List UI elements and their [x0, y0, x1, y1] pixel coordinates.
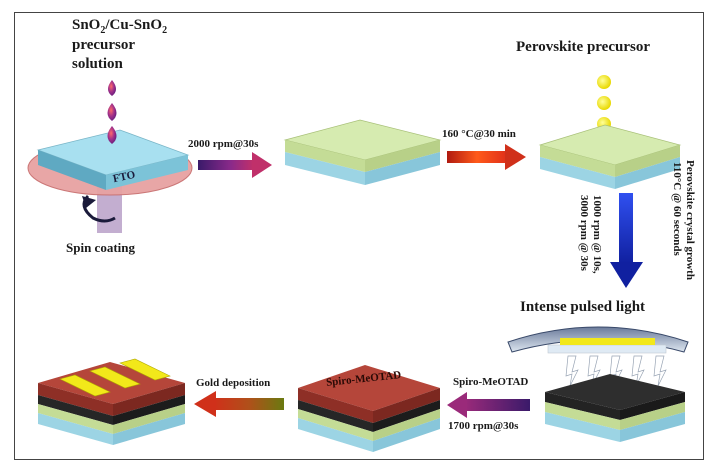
- spiro-step-top-label: Spiro-MeOTAD: [453, 376, 529, 388]
- gold-stripe-3: [119, 358, 171, 381]
- droplets: [107, 80, 117, 144]
- stack-spiro: [298, 365, 440, 452]
- spin-line1: 1000 rpm @ 10s,: [591, 195, 603, 274]
- stack-fto-sno2: [283, 119, 442, 185]
- gold-deposition-label: Gold deposition: [196, 377, 271, 389]
- fto-left: [38, 150, 106, 190]
- spin-coating-label: Spin coating: [66, 240, 135, 255]
- yellow-drop-1: [597, 75, 611, 89]
- light-bolts: [565, 355, 667, 387]
- stack-step3: [538, 124, 682, 189]
- fto-right-2: [365, 152, 440, 185]
- droplet-3: [107, 126, 117, 144]
- perovskite-precursor-label: Perovskite precursor: [516, 39, 650, 55]
- arrow-step3-down: [610, 193, 643, 288]
- arrow-step1: [198, 152, 272, 178]
- stack-final: [38, 358, 185, 445]
- spin-line2: 3000 rpm @ 30s: [578, 195, 590, 271]
- fto-substrate: [36, 129, 190, 190]
- arrow-step2: [447, 144, 526, 170]
- gold-stripe-1: [59, 374, 111, 397]
- arrow-step4: [447, 392, 530, 418]
- ipl-lamp: [507, 326, 689, 354]
- sno2-left: [285, 140, 365, 172]
- precursor-title-line1: SnO2/Cu-SnO2: [72, 17, 168, 36]
- precursor-title-line3: solution: [72, 56, 123, 72]
- precursor-title-line2: precursor: [72, 37, 136, 53]
- perovskite-growth-line1: Perovskite crystal growth: [684, 160, 696, 280]
- spiro-step-bottom-label: 1700 rpm@30s: [448, 420, 519, 432]
- sno2-right: [365, 140, 440, 172]
- perovskite-drops: [597, 75, 611, 131]
- spin-rotation-arrowhead: [82, 196, 96, 208]
- diagram-frame: [14, 12, 704, 460]
- droplet-2: [107, 103, 117, 121]
- fto-left-2: [285, 152, 365, 185]
- step1-label: 2000 rpm@30s: [188, 138, 259, 150]
- fto-right: [106, 155, 188, 190]
- ipl-label: Intense pulsed light: [520, 299, 646, 315]
- step2-label: 160 °C@30 min: [442, 128, 516, 140]
- droplet-1: [108, 80, 116, 96]
- perovskite-growth-line2: 110°C @ 60 seconds: [671, 162, 683, 256]
- yellow-drop-2: [597, 96, 611, 110]
- gold-stripe-2: [89, 366, 141, 389]
- stack-perovskite: [545, 374, 685, 442]
- arrow-step5: [194, 391, 284, 417]
